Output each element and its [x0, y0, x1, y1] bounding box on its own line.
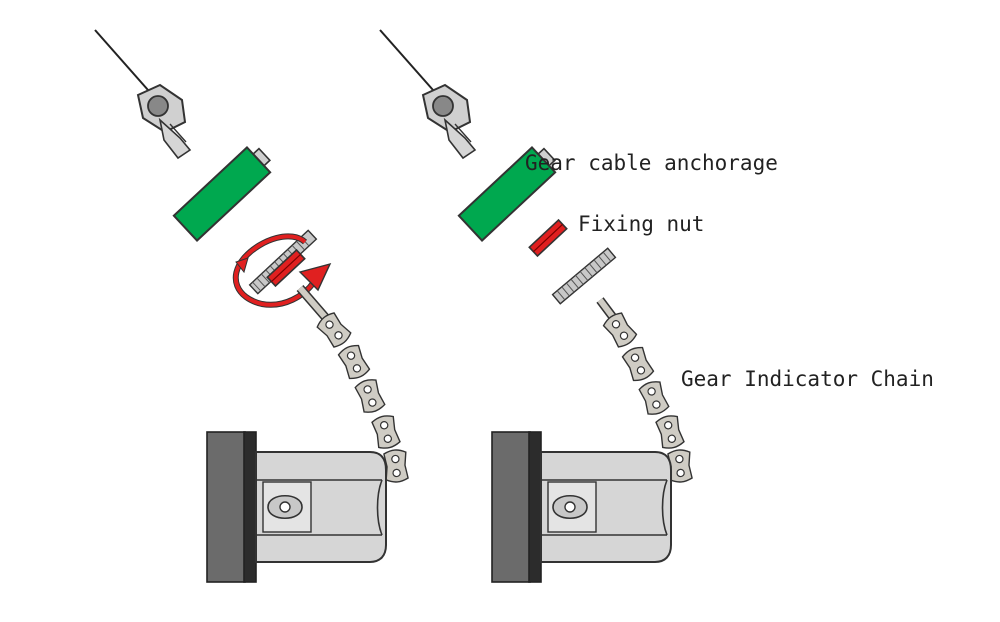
threaded-rod-right — [551, 247, 617, 305]
fixing-nut-left — [266, 248, 306, 288]
cable-housing-left — [172, 146, 272, 242]
anchorage-bolt-right — [421, 83, 477, 160]
fixing-nut-right — [528, 218, 568, 258]
anchorage-bolt-left — [136, 83, 192, 160]
left-assembly — [94, 29, 410, 583]
right-assembly: Gear cable anchorage Fixing nut Gear Ind… — [379, 29, 934, 583]
rotation-arrow-icon — [232, 233, 332, 308]
label-fixing-nut: Fixing nut — [578, 212, 704, 236]
hub-block-right — [491, 431, 672, 583]
label-gear-cable-anchorage: Gear cable anchorage — [525, 151, 778, 175]
hub-block-left — [206, 431, 387, 583]
cable-housing-right — [457, 146, 557, 242]
cable-wire-left — [94, 29, 149, 91]
cable-wire-right — [379, 29, 434, 91]
label-gear-indicator-chain: Gear Indicator Chain — [681, 367, 934, 391]
